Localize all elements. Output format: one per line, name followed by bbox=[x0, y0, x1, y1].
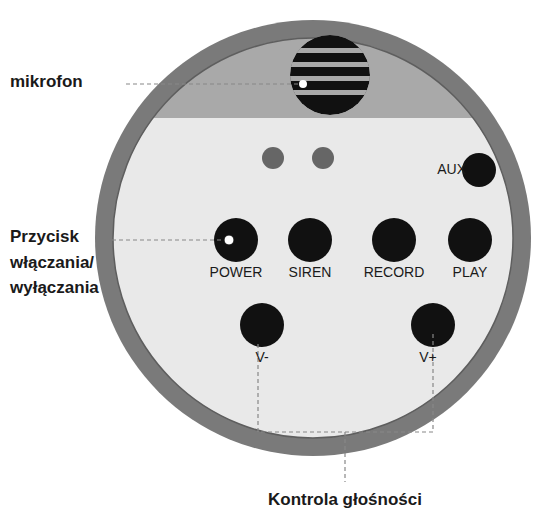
record-button bbox=[372, 218, 416, 262]
button-label: V+ bbox=[419, 349, 437, 366]
button-label: PLAY bbox=[453, 264, 488, 281]
port-label: AUX bbox=[437, 161, 466, 178]
leader-line bbox=[112, 239, 223, 240]
leader-line bbox=[344, 432, 345, 482]
group-label: Kontrola głośności bbox=[268, 490, 422, 510]
indicator-led bbox=[262, 147, 284, 169]
bracket-line bbox=[258, 332, 433, 432]
part-label: mikrofon bbox=[10, 72, 83, 92]
volume-down-button bbox=[240, 303, 284, 347]
button-label: SIREN bbox=[289, 264, 332, 281]
aux-socket bbox=[462, 153, 496, 187]
button-label: V- bbox=[255, 349, 268, 366]
control-panel bbox=[100, 20, 530, 460]
button-label: RECORD bbox=[364, 264, 425, 281]
play-button bbox=[448, 218, 492, 262]
speaker-grille bbox=[285, 35, 375, 115]
indicator-led bbox=[312, 147, 334, 169]
part-label: Przycisk włączania/ wyłączania bbox=[10, 224, 110, 301]
microphone-dot bbox=[299, 80, 307, 88]
volume-up-button bbox=[411, 303, 455, 347]
leader-dot bbox=[224, 235, 234, 245]
siren-button bbox=[288, 218, 332, 262]
button-label: POWER bbox=[210, 264, 263, 281]
leader-line bbox=[126, 83, 298, 84]
